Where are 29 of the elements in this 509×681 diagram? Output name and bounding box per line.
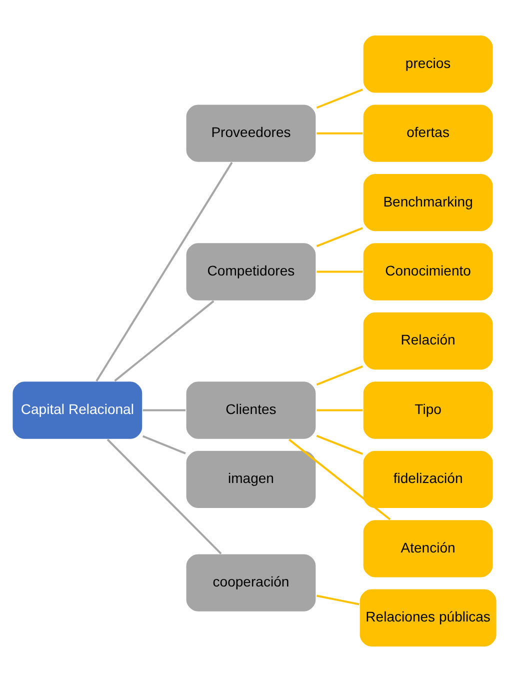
node-box: Proveedores	[185, 103, 317, 162]
connector	[316, 88, 363, 108]
node-box: Tipo	[362, 380, 494, 440]
connector	[96, 161, 233, 382]
connector	[316, 132, 363, 134]
node-box: fidelización	[362, 449, 494, 509]
connector	[316, 408, 363, 411]
connector	[142, 408, 186, 411]
node-box: Clientes	[185, 380, 317, 440]
connector	[288, 438, 391, 520]
node-box: Relación	[362, 310, 494, 370]
connector	[316, 434, 363, 454]
node-box: precios	[362, 34, 494, 94]
connector	[316, 594, 360, 605]
connector	[114, 300, 214, 382]
connector	[316, 270, 363, 272]
connector	[106, 438, 222, 554]
node-box: Competidores	[185, 242, 317, 301]
connector	[142, 434, 186, 454]
node-box: Capital Relacional	[12, 380, 144, 440]
node-box: cooperación	[185, 552, 317, 612]
connector	[316, 226, 363, 247]
node-box: Benchmarking	[362, 172, 494, 232]
connector	[316, 365, 363, 386]
node-box: Conocimiento	[362, 242, 494, 301]
node-box: Atención	[362, 518, 494, 578]
node-box: imagen	[185, 449, 317, 509]
node-box: ofertas	[362, 103, 494, 162]
node-box: Relaciones públicas	[358, 588, 498, 647]
